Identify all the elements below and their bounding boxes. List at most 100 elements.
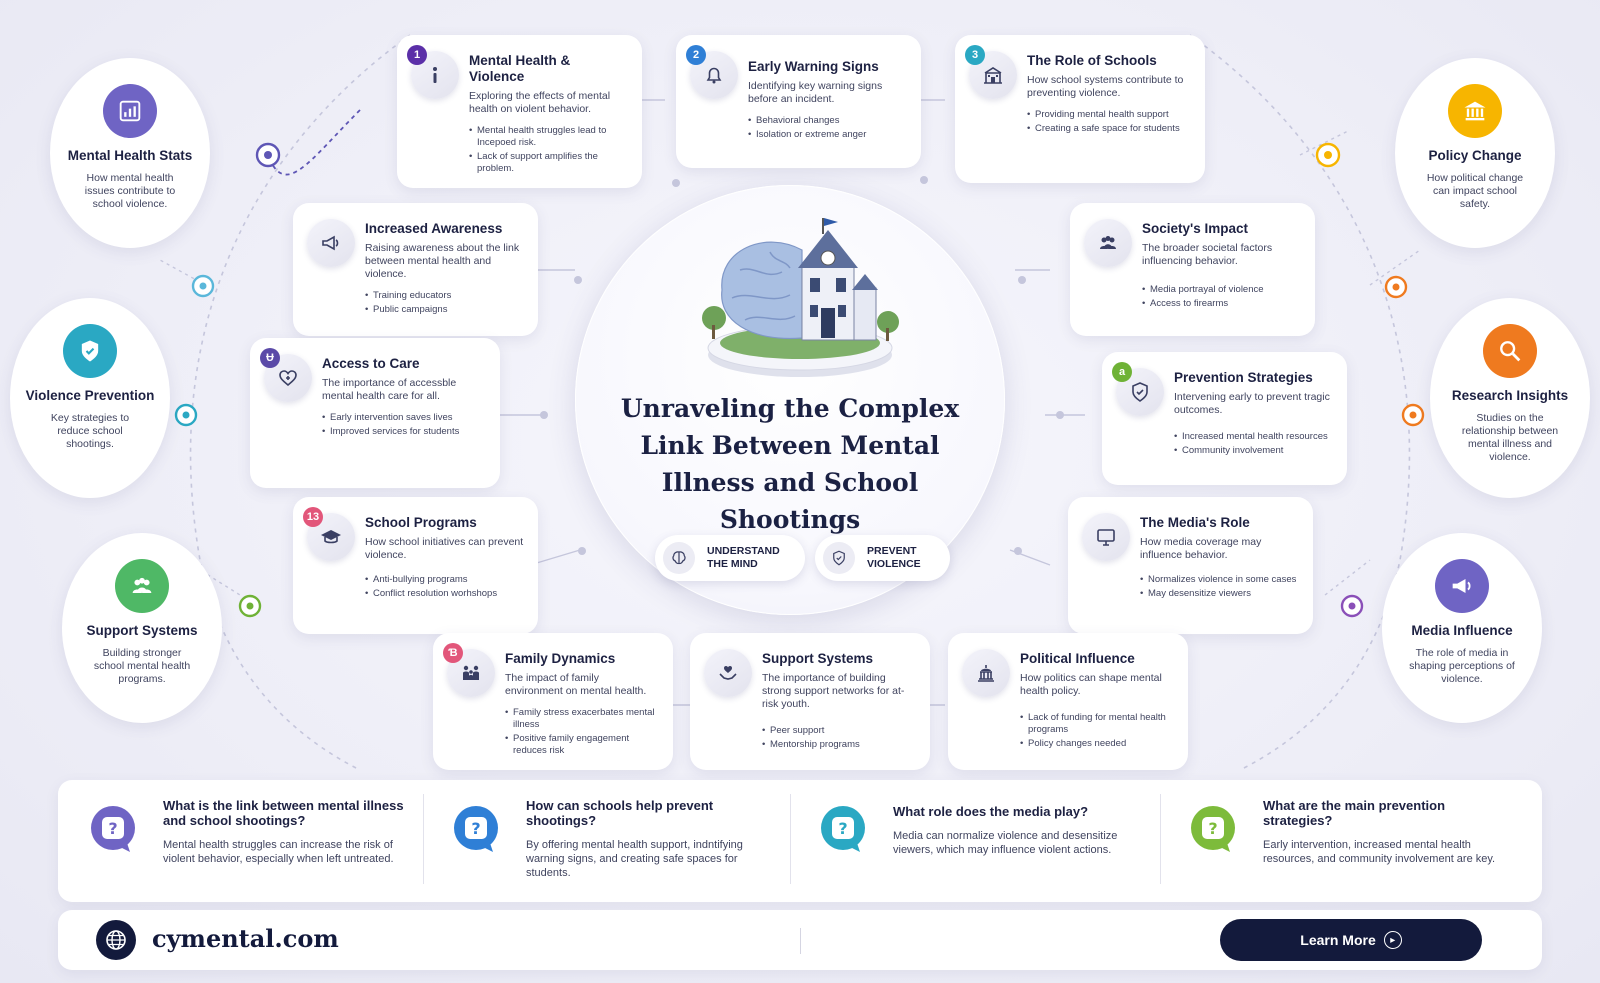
card-description: How school initiatives can prevent viole…	[365, 536, 524, 561]
understand-mind-pill[interactable]: UNDERSTAND THE MIND	[655, 535, 805, 581]
card-description: How school systems contribute to prevent…	[1027, 74, 1184, 99]
page-title: Unraveling the Complex Link Between Ment…	[620, 394, 960, 534]
faq-question: What are the main prevention strategies?	[1263, 798, 1446, 828]
card-number-badge: 1	[407, 45, 427, 65]
side-description: Building stronger school mental health p…	[93, 647, 191, 685]
side-policy-change[interactable]: Policy Change How political change can i…	[1395, 58, 1555, 248]
side-title: Violence Prevention	[25, 388, 155, 403]
card-bullet: Access to firearms	[1142, 298, 1301, 310]
card-bullet: May desensitize viewers	[1140, 588, 1299, 600]
card-bullet: Providing mental health support	[1027, 109, 1191, 121]
brain-school-illustration	[702, 218, 899, 377]
faq-answer: Early intervention, increased mental hea…	[1263, 839, 1496, 865]
card-description: The importance of building strong suppor…	[762, 672, 905, 710]
faq-answer: Mental health struggles can increase the…	[163, 839, 394, 865]
site-name[interactable]: cymental.com	[152, 924, 339, 953]
card-mental-health-violence[interactable]: 1 Mental Health & Violence Exploring the…	[397, 35, 642, 188]
card-title: The Role of Schools	[1027, 53, 1157, 68]
card-political-influence[interactable]: Political Influence How politics can sha…	[948, 633, 1188, 770]
card-number-badge: 2	[686, 45, 706, 65]
card-bullet: Anti-bullying programs	[365, 574, 524, 586]
card-bullet: Family stress exacerbates mental illness	[505, 707, 659, 731]
side-mental-health-stats[interactable]: Mental Health Stats How mental health is…	[50, 58, 210, 248]
card-bullet: Early intervention saves lives	[322, 412, 486, 424]
card-description: How media coverage may influence behavio…	[1140, 536, 1262, 561]
chart-icon	[103, 84, 157, 138]
card-title: Increased Awareness	[365, 221, 503, 236]
capitol-icon	[962, 649, 1010, 697]
svg-text:?: ?	[108, 819, 117, 838]
card-number-badge: Ɓ	[443, 643, 463, 663]
card-title: Support Systems	[762, 651, 874, 666]
faq-question: How can schools help prevent shootings?	[526, 798, 714, 828]
pill-label: PREVENT VIOLENCE	[867, 545, 921, 570]
card-role-of-schools[interactable]: 3 The Role of Schools How school systems…	[955, 35, 1205, 183]
side-title: Mental Health Stats	[67, 148, 193, 163]
card-title: Early Warning Signs	[748, 59, 879, 74]
shield-icon	[823, 542, 855, 574]
card-number-badge: 3	[965, 45, 985, 65]
card-bullet: Isolation or extreme anger	[748, 129, 907, 141]
faq-question: What role does the media play?	[893, 804, 1089, 819]
card-title: Society's Impact	[1142, 221, 1249, 236]
faq-divider	[1160, 794, 1161, 884]
card-bullet: Conflict resolution worhshops	[365, 588, 524, 600]
card-description: How politics can shape mental health pol…	[1020, 672, 1162, 697]
card-bullet: Lack of funding for mental health progra…	[1020, 712, 1174, 736]
card-early-warning-signs[interactable]: 2 Early Warning Signs Identifying key wa…	[676, 35, 921, 168]
card-description: Raising awareness about the link between…	[365, 242, 520, 280]
globe-icon	[96, 920, 136, 960]
svg-text:?: ?	[1208, 819, 1217, 838]
card-family-dynamics[interactable]: Ɓ Family Dynamics The impact of family e…	[433, 633, 673, 770]
learn-more-label: Learn More	[1300, 932, 1376, 948]
card-bullet: Normalizes violence in some cases	[1140, 574, 1299, 586]
card-number-badge: 13	[303, 507, 323, 527]
card-bullet: Mental health struggles lead to Incepoed…	[469, 125, 628, 149]
people-icon	[1084, 219, 1132, 267]
shield-check-icon	[63, 324, 117, 378]
megaphone-icon	[307, 219, 355, 267]
side-title: Support Systems	[86, 623, 198, 638]
card-access-to-care[interactable]: Ʉ Access to Care The importance of acces…	[250, 338, 500, 488]
faq-item[interactable]: ? What role does the media play? Media c…	[788, 780, 1159, 902]
card-title: Family Dynamics	[505, 651, 616, 666]
card-title: Prevention Strategies	[1174, 370, 1313, 385]
card-bullet: Improved services for students	[322, 426, 486, 438]
card-bullet: Mentorship programs	[762, 739, 916, 751]
card-bullet: Community involvement	[1174, 445, 1333, 457]
card-bullet: Public campaigns	[365, 304, 524, 316]
faq-item[interactable]: ? What are the main prevention strategie…	[1158, 780, 1529, 902]
side-title: Research Insights	[1451, 388, 1569, 403]
faq-item[interactable]: ? How can schools help prevent shootings…	[421, 780, 792, 902]
card-school-programs[interactable]: 13 School Programs How school initiative…	[293, 497, 538, 634]
side-description: How political change can impact school s…	[1426, 172, 1524, 210]
side-description: Studies on the relationship between ment…	[1461, 412, 1559, 463]
faq-divider	[790, 794, 791, 884]
card-society-impact[interactable]: Society's Impact The broader societal fa…	[1070, 203, 1315, 336]
card-prevention-strategies[interactable]: a Prevention Strategies Intervening earl…	[1102, 352, 1347, 485]
card-title: School Programs	[365, 515, 477, 530]
side-research-insights[interactable]: Research Insights Studies on the relatio…	[1430, 298, 1590, 498]
card-increased-awareness[interactable]: Increased Awareness Raising awareness ab…	[293, 203, 538, 336]
card-media-role[interactable]: The Media's Role How media coverage may …	[1068, 497, 1313, 634]
footer: cymental.com Learn More ▸	[58, 910, 1542, 970]
card-support-systems[interactable]: Support Systems The importance of buildi…	[690, 633, 930, 770]
prevent-violence-pill[interactable]: PREVENT VIOLENCE	[815, 535, 950, 581]
learn-more-button[interactable]: Learn More ▸	[1220, 919, 1482, 961]
question-bubble-icon: ?	[1191, 806, 1235, 852]
question-bubble-icon: ?	[454, 806, 498, 852]
card-number-badge: a	[1112, 362, 1132, 382]
card-description: Intervening early to prevent tragic outc…	[1174, 391, 1330, 416]
card-bullet: Increased mental health resources	[1174, 431, 1333, 443]
bank-icon	[1448, 84, 1502, 138]
faq-item[interactable]: ? What is the link between mental illnes…	[58, 780, 429, 902]
card-bullet: Media portrayal of violence	[1142, 284, 1301, 296]
group-icon	[115, 559, 169, 613]
side-support-systems[interactable]: Support Systems Building stronger school…	[62, 533, 222, 723]
side-violence-prevention[interactable]: Violence Prevention Key strategies to re…	[10, 298, 170, 498]
faq-divider	[423, 794, 424, 884]
faq-answer: Media can normalize violence and desensi…	[893, 830, 1118, 856]
side-media-influence[interactable]: Media Influence The role of media in sha…	[1382, 533, 1542, 723]
